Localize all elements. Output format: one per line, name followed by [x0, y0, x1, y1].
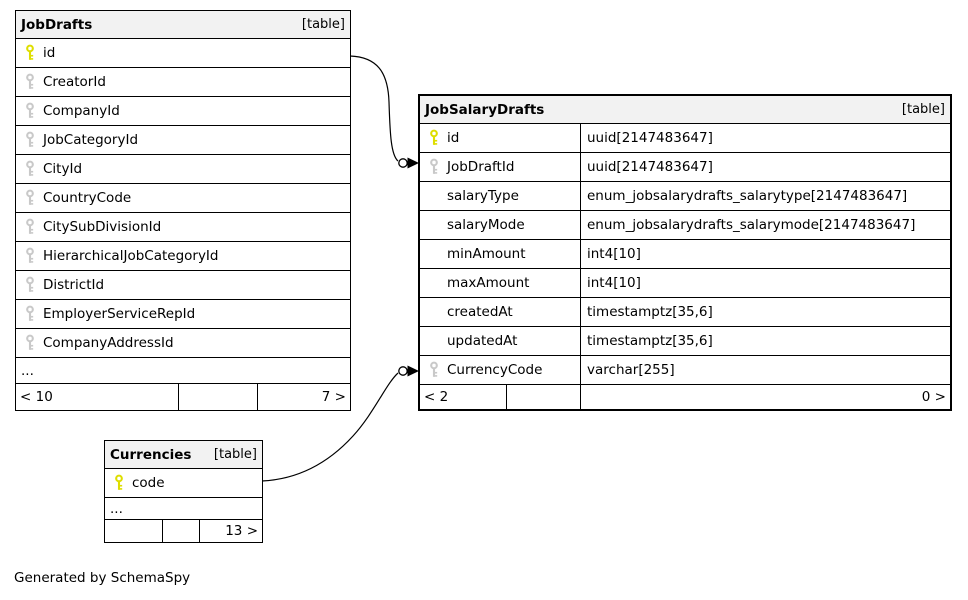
table-title: JobDrafts	[21, 16, 93, 33]
table-row: CompanyId	[16, 97, 350, 126]
column-name: updatedAt	[447, 333, 518, 349]
table-badge: [table]	[301, 17, 345, 32]
primary-key-icon	[430, 129, 438, 145]
column-name: code	[132, 475, 165, 491]
column-name: HierarchicalJobCategoryId	[43, 248, 219, 264]
column-name: CompanyId	[43, 103, 120, 119]
column-name: id	[43, 45, 56, 61]
column-type: uuid[2147483647]	[587, 159, 713, 175]
foreign-key-icon	[26, 276, 34, 292]
column-name: CreatorId	[43, 74, 106, 90]
table-title: JobSalaryDrafts	[425, 101, 545, 118]
foreign-key-icon	[26, 189, 34, 205]
column-name: DistrictId	[43, 277, 105, 293]
table-row: CountryCode	[16, 184, 350, 213]
column-type: timestamptz[35,6]	[587, 333, 713, 349]
table-row: DistrictId	[16, 271, 350, 300]
table-title: Currencies	[110, 446, 192, 463]
table-row: createdAt timestamptz[35,6]	[420, 298, 950, 327]
column-name: CountryCode	[43, 190, 132, 206]
foreign-key-icon	[430, 361, 438, 377]
foreign-key-icon	[26, 160, 34, 176]
table-row: CompanyAddressId	[16, 329, 350, 358]
ellipsis-row: ...	[105, 498, 262, 520]
primary-key-icon	[115, 474, 123, 490]
footer-children-count	[105, 520, 163, 542]
foreign-key-icon	[26, 73, 34, 89]
table-node-currencies[interactable]: Currencies [table] code ... 13 >	[104, 440, 263, 543]
table-footer: 13 >	[105, 520, 262, 542]
footer-spacer	[507, 385, 581, 409]
column-type: enum_jobsalarydrafts_salarymode[21474836…	[587, 217, 916, 233]
column-type: int4[10]	[587, 275, 641, 291]
foreign-key-icon	[26, 218, 34, 234]
table-row: salaryMode enum_jobsalarydrafts_salarymo…	[420, 211, 950, 240]
foreign-key-icon	[26, 131, 34, 147]
table-badge: [table]	[213, 447, 257, 462]
table-footer: < 10 7 >	[16, 384, 350, 410]
generator-credit: Generated by SchemaSpy	[14, 570, 191, 586]
table-row: CitySubDivisionId	[16, 213, 350, 242]
footer-spacer	[179, 384, 258, 410]
footer-children-count: < 2	[420, 385, 507, 409]
column-name: maxAmount	[447, 275, 530, 291]
column-name: CompanyAddressId	[43, 335, 174, 351]
table-row: code	[105, 469, 262, 498]
ellipsis-row: ...	[16, 358, 350, 384]
column-type: uuid[2147483647]	[587, 130, 713, 146]
table-footer: < 2 0 >	[420, 385, 950, 409]
table-row: maxAmount int4[10]	[420, 269, 950, 298]
column-type: varchar[255]	[587, 362, 675, 378]
foreign-key-icon	[430, 158, 438, 174]
relationship-curve-jobdrafts-jobsalarydrafts	[349, 55, 399, 162]
column-name: salaryMode	[447, 217, 525, 233]
column-name: minAmount	[447, 246, 526, 262]
footer-parents-count: 0 >	[921, 389, 946, 405]
table-row: salaryType enum_jobsalarydrafts_salaryty…	[420, 182, 950, 211]
column-name: JobCategoryId	[43, 132, 139, 148]
column-name: CitySubDivisionId	[43, 219, 162, 235]
column-type: timestamptz[35,6]	[587, 304, 713, 320]
table-node-jobdrafts[interactable]: JobDrafts [table] id CreatorId CompanyId…	[15, 10, 351, 411]
footer-parents-count: 7 >	[321, 389, 346, 405]
table-row: JobCategoryId	[16, 126, 350, 155]
footer-spacer	[163, 520, 200, 542]
table-header[interactable]: JobSalaryDrafts [table]	[420, 96, 950, 124]
table-row: CreatorId	[16, 68, 350, 97]
foreign-key-icon	[26, 102, 34, 118]
column-type: enum_jobsalarydrafts_salarytype[21474836…	[587, 188, 908, 204]
column-name: EmployerServiceRepId	[43, 306, 196, 322]
footer-parents-count: 13 >	[225, 523, 258, 539]
table-row: id uuid[2147483647]	[420, 124, 950, 153]
table-row: HierarchicalJobCategoryId	[16, 242, 350, 271]
table-badge: [table]	[901, 102, 945, 117]
column-name: salaryType	[447, 188, 519, 204]
table-row: CityId	[16, 155, 350, 184]
column-type: int4[10]	[587, 246, 641, 262]
relationship-circle-marker	[398, 158, 408, 168]
footer-children-count: < 10	[16, 384, 179, 410]
table-row: updatedAt timestamptz[35,6]	[420, 327, 950, 356]
table-row: CurrencyCode varchar[255]	[420, 356, 950, 385]
column-name: JobDraftId	[447, 159, 515, 175]
table-header[interactable]: Currencies [table]	[105, 441, 262, 469]
column-name: CityId	[43, 161, 83, 177]
table-row: EmployerServiceRepId	[16, 300, 350, 329]
column-name: CurrencyCode	[447, 362, 543, 378]
column-name: createdAt	[447, 304, 513, 320]
table-header[interactable]: JobDrafts [table]	[16, 11, 350, 39]
foreign-key-icon	[26, 305, 34, 321]
foreign-key-icon	[26, 334, 34, 350]
primary-key-icon	[26, 44, 34, 60]
relationship-circle-marker	[398, 366, 408, 376]
column-name: id	[447, 130, 460, 146]
table-node-jobsalarydrafts[interactable]: JobSalaryDrafts [table] id uuid[21474836…	[418, 94, 952, 411]
foreign-key-icon	[26, 247, 34, 263]
table-row: id	[16, 39, 350, 68]
table-row: minAmount int4[10]	[420, 240, 950, 269]
table-row: JobDraftId uuid[2147483647]	[420, 153, 950, 182]
